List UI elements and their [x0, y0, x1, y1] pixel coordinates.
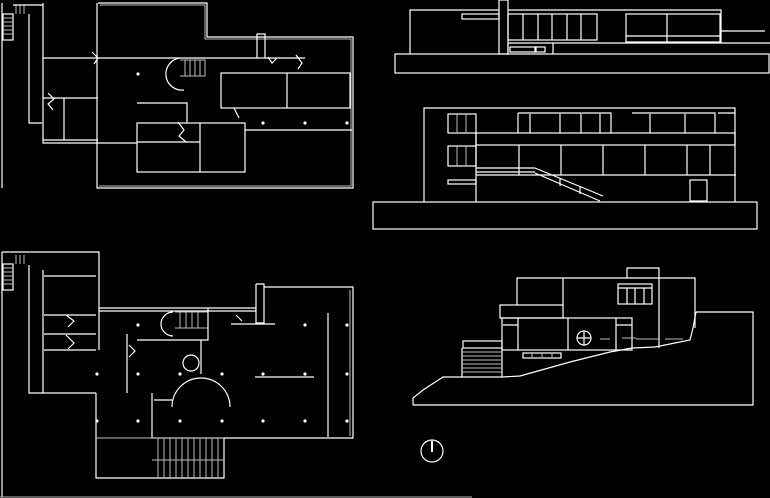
lower-floor-plan	[1, 251, 354, 497]
north-arrow-icon	[420, 439, 444, 463]
side-section	[412, 267, 754, 406]
column-dots	[95, 323, 349, 423]
upper-floor-plan	[1, 2, 354, 189]
garden-elevation	[372, 107, 758, 230]
front-elevation	[394, 0, 770, 74]
